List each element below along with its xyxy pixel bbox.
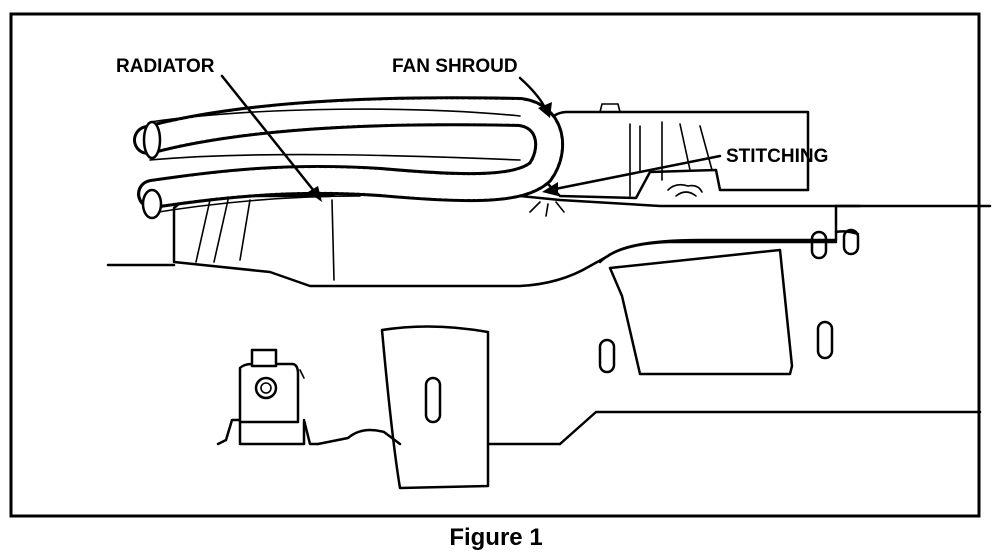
fan-shroud-arrowhead [538,102,552,118]
figure-frame [9,12,981,518]
radiator [106,190,992,288]
figure-caption: Figure 1 [449,524,543,551]
radiator-arrowhead [308,186,322,202]
leaders [220,74,722,217]
hoses [133,96,565,220]
stitching-label: STITCHING [726,146,828,167]
fan-shroud-label: FAN SHROUD [392,56,518,77]
radiator-label: RADIATOR [116,56,215,77]
stitching-arrowhead [542,182,558,196]
lower-frame [216,204,982,490]
